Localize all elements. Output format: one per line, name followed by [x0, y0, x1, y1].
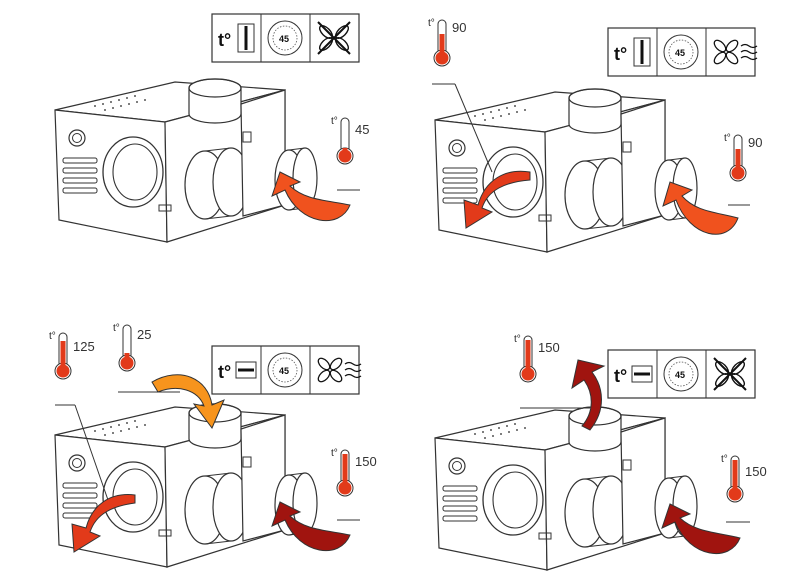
- dial-icon: [663, 34, 699, 70]
- hot-air-arrow: [662, 181, 739, 235]
- temperature-value: 90: [748, 135, 762, 150]
- svg-text:t°: t°: [331, 448, 338, 459]
- hot-air-arrow: [661, 503, 741, 554]
- hot-air-upflow-arrow: [571, 359, 606, 431]
- thermometer: t° 90: [428, 18, 466, 67]
- crossed-fan-icon: [713, 357, 747, 391]
- cool-air-inflow-arrow: [151, 374, 225, 429]
- fireplace-unit: [54, 403, 318, 568]
- fireplace-unit: [434, 88, 698, 253]
- control-panel: t° 45: [211, 13, 360, 63]
- thermometer: t° 90: [724, 133, 762, 182]
- dial-value: 45: [675, 370, 685, 380]
- svg-text:t°: t°: [724, 133, 731, 144]
- temperature-value: 150: [538, 340, 560, 355]
- panel-4: t° 45 t° 150: [434, 334, 767, 571]
- temperature-value: 150: [355, 454, 377, 469]
- panel-2: t° 45 t° 90: [428, 18, 762, 253]
- warm-air-outflow-arrow: [71, 494, 136, 553]
- temperature-value: 125: [73, 339, 95, 354]
- svg-text:t°: t°: [331, 116, 338, 127]
- crossed-fan-icon: [317, 21, 351, 55]
- thermometer: t° 150: [331, 448, 377, 497]
- dial-icon: [267, 20, 303, 56]
- dial-icon: [663, 356, 699, 392]
- thermostat-symbol: t°: [218, 362, 231, 382]
- fan-airflow-icon: [713, 39, 758, 65]
- dial-value: 45: [279, 34, 289, 44]
- temperature-value: 150: [745, 464, 767, 479]
- svg-text:t°: t°: [113, 323, 120, 334]
- warm-air-outflow-arrow: [463, 170, 531, 229]
- svg-text:t°: t°: [514, 334, 521, 345]
- fireplace-unit: [54, 78, 318, 243]
- dial-icon: [267, 352, 303, 388]
- hot-air-arrow: [271, 501, 351, 551]
- svg-text:t°: t°: [721, 454, 728, 465]
- svg-text:t°: t°: [428, 18, 435, 29]
- thermometer: t° 150: [721, 454, 767, 503]
- thermometer: t° 125: [49, 331, 95, 380]
- temperature-value: 25: [137, 327, 151, 342]
- temperature-value: 45: [355, 122, 369, 137]
- panel-3: t° 45 t° 125: [49, 323, 377, 568]
- control-panel: t° 45: [607, 27, 758, 77]
- thermometer: t° 45: [331, 116, 369, 165]
- dial-value: 45: [675, 48, 685, 58]
- fan-airflow-icon: [317, 357, 362, 383]
- temperature-value: 90: [452, 20, 466, 35]
- thermostat-symbol: t°: [218, 30, 231, 50]
- control-panel: t° 45: [607, 349, 756, 399]
- dial-value: 45: [279, 366, 289, 376]
- control-panel: t° 45: [211, 345, 362, 395]
- svg-text:t°: t°: [49, 331, 56, 342]
- thermometer: t° 25: [113, 323, 151, 372]
- fireplace-unit: [434, 406, 698, 571]
- thermostat-symbol: t°: [614, 366, 627, 386]
- panel-1: t° 45 t° 45: [54, 13, 369, 243]
- thermostat-symbol: t°: [614, 44, 627, 64]
- hot-air-arrow: [271, 171, 351, 221]
- thermometer: t° 150: [514, 334, 560, 383]
